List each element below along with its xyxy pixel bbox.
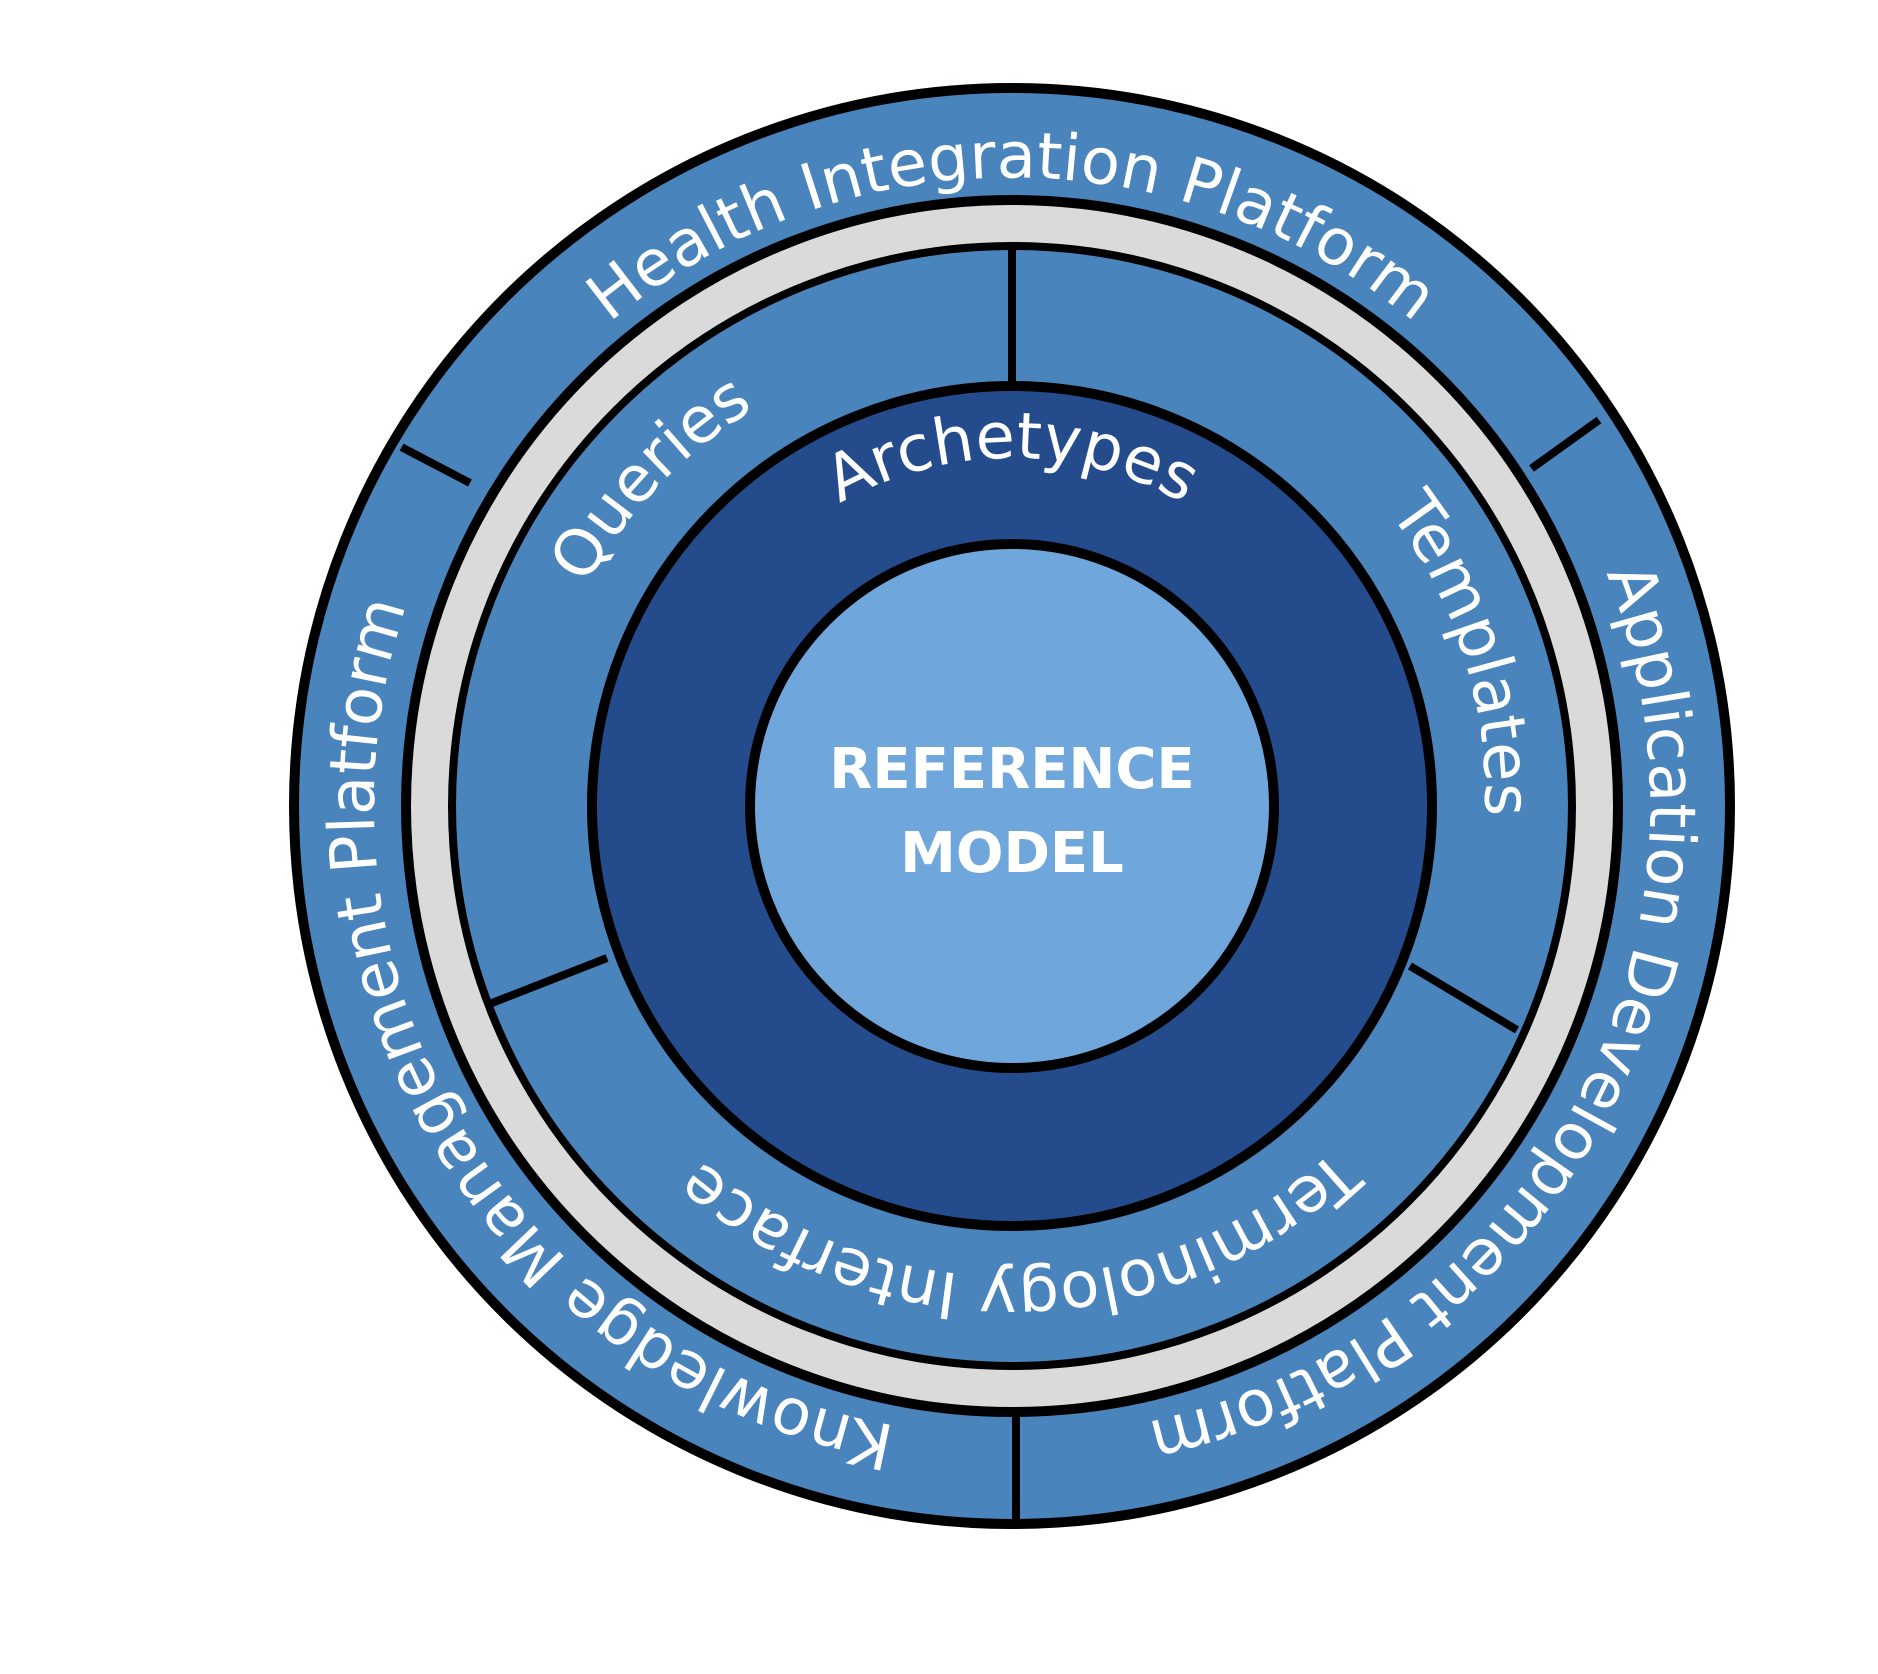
middle-divider-left (490, 954, 609, 1007)
core-label-line1: REFERENCE (829, 737, 1194, 802)
middle-divider-right (1407, 962, 1520, 1034)
core-disc (745, 539, 1279, 1073)
core (745, 539, 1279, 1073)
outer-divider-top-left (399, 443, 472, 487)
outer-divider-top-right (1529, 416, 1602, 472)
core-label-line2: MODEL (900, 821, 1124, 886)
